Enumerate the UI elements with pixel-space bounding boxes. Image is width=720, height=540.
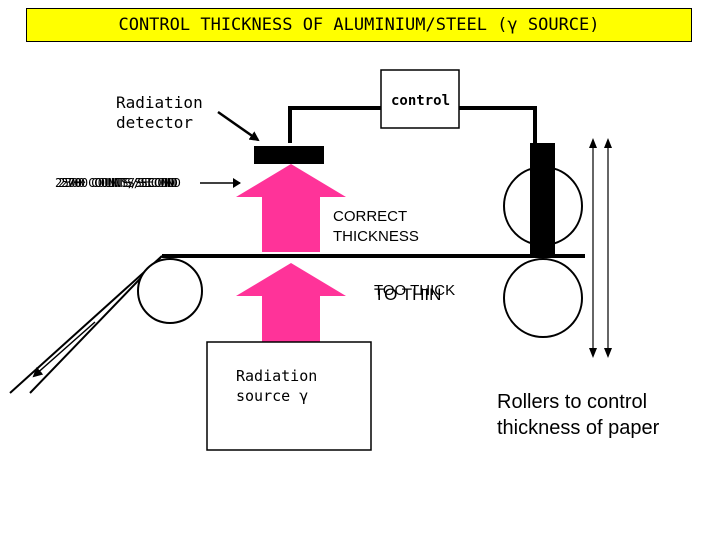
count-rate-b: 2300 COUNTS/SECOND: [58, 176, 178, 190]
material-sheet-exit: [9, 255, 163, 394]
correct-thickness-label: CORRECT THICKNESS: [333, 208, 419, 245]
detector-label: Radiation detector: [116, 93, 203, 132]
detector-pointer-arrow: [217, 110, 260, 142]
radiation-source: [206, 341, 372, 451]
radiation-detector: [254, 146, 324, 164]
radiation-beam-upper: [236, 164, 346, 252]
control-box: [380, 69, 460, 129]
diagram-title: CONTROL THICKNESS OF ALUMINIUM/STEEL (γ …: [118, 15, 600, 35]
control-wire: [288, 106, 381, 143]
direction-arrow: [32, 321, 96, 378]
control-label: control: [391, 93, 451, 109]
title-banner: CONTROL THICKNESS OF ALUMINIUM/STEEL (γ …: [26, 8, 692, 42]
too-thick-label: TOO THICK: [374, 282, 456, 299]
left-roller: [137, 258, 203, 324]
source-label: Radiation source γ: [236, 367, 318, 405]
roller-control-arm: [530, 143, 555, 258]
count-rate-a: 2500 COUNTS/SECOND: [55, 176, 175, 190]
count-rate-c: 2700 COUNTS/SECOND: [61, 176, 181, 190]
radiation-beam-lower: [236, 263, 346, 342]
rollers-label: Rollers to control thickness of paper: [497, 391, 660, 439]
too-thin-label: TO THIN: [374, 285, 442, 304]
lower-control-roller: [503, 258, 583, 338]
control-wire-to-roller: [459, 106, 537, 143]
